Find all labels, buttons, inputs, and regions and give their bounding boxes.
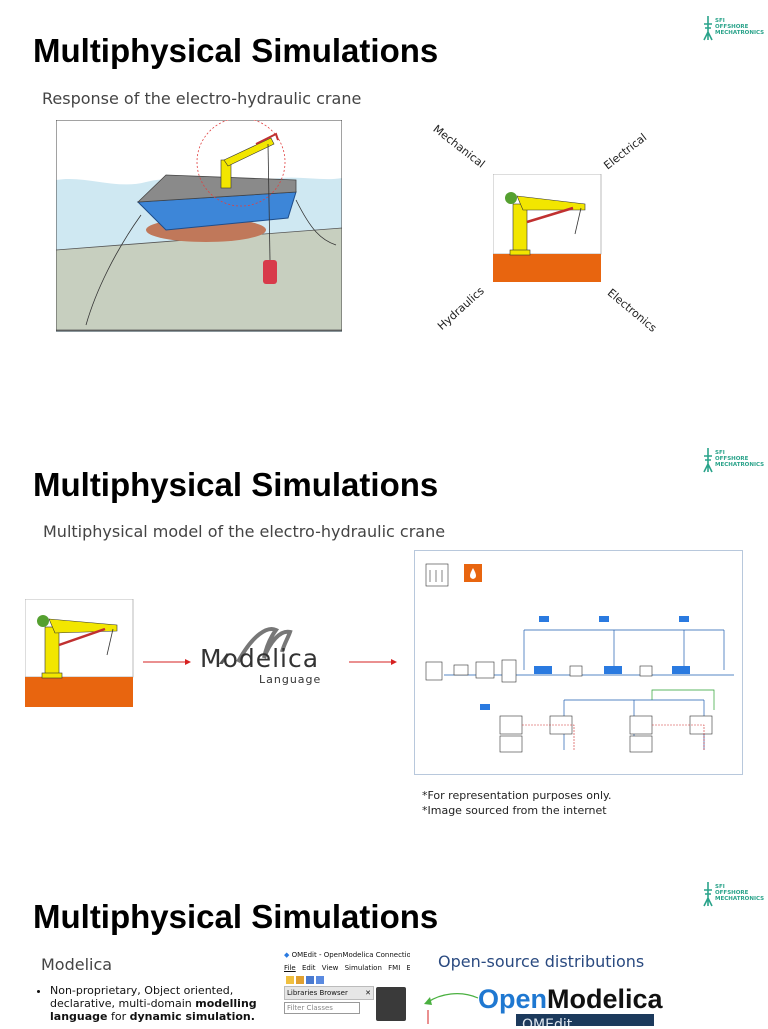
slide-subtitle: Response of the electro-hydraulic crane xyxy=(42,89,362,108)
logo-line-2: OFFSHORE xyxy=(715,456,749,462)
logo-line-1: SFI xyxy=(715,884,725,890)
modelica-language: Language xyxy=(259,673,322,686)
save-all-icon[interactable] xyxy=(316,976,324,984)
label-electrical: Electrical xyxy=(601,130,650,173)
crane-diagram xyxy=(493,174,602,282)
openmodelica-open: Open xyxy=(478,984,548,1014)
viewport-gear-icon xyxy=(376,987,406,1021)
omedit-window: ◆ OMEdit - OpenModelica Connectio File E… xyxy=(284,949,410,1029)
filter-classes-input[interactable]: Filter Classes xyxy=(284,1002,360,1014)
menu-fmi[interactable]: FMI xyxy=(388,964,401,972)
slide-title: Multiphysical Simulations xyxy=(33,32,439,69)
distros-heading: Open-source distributions xyxy=(438,952,645,971)
logo-line-3: MECHATRONICS xyxy=(715,30,765,36)
omedit-menubar: File Edit View Simulation FMI E xyxy=(284,962,410,974)
arrow-right-icon xyxy=(143,659,191,665)
openmodelica-logo: OpenModelica xyxy=(478,984,663,1015)
open-icon[interactable] xyxy=(296,976,304,984)
crane-image xyxy=(25,599,134,707)
logo-mark-icon xyxy=(703,448,713,473)
omedit-banner: OMEdit xyxy=(516,1014,654,1026)
logo-mark-icon xyxy=(703,882,713,907)
openmodelica-modelica: Modelica xyxy=(547,984,663,1014)
label-mechanical: Mechanical xyxy=(430,122,488,171)
arrow-right-icon xyxy=(349,659,397,665)
slide-subtitle: Modelica xyxy=(41,955,113,974)
slide-subtitle: Multiphysical model of the electro-hydra… xyxy=(43,522,446,541)
omedit-title: OMEdit - OpenModelica Connectio xyxy=(291,951,410,959)
logo-line-3: MECHATRONICS xyxy=(715,896,765,902)
omedit-toolbar xyxy=(284,974,410,986)
save-icon[interactable] xyxy=(306,976,314,984)
slide-title: Multiphysical Simulations xyxy=(33,898,439,935)
modelica-logo: Modelica Language xyxy=(198,624,328,686)
modelica-bullets: Non-proprietary, Object oriented, declar… xyxy=(34,984,260,1023)
menu-simulation[interactable]: Simulation xyxy=(344,964,382,972)
logo-line-1: SFI xyxy=(715,450,725,456)
logo-mark-icon xyxy=(703,16,713,41)
logo-line-3: MECHATRONICS xyxy=(715,462,765,468)
label-hydraulics: Hydraulics xyxy=(435,284,487,333)
omedit-titlebar: ◆ OMEdit - OpenModelica Connectio xyxy=(284,949,410,962)
libraries-browser-header: Libraries Browser ✕ xyxy=(284,986,374,1000)
model-diagram xyxy=(414,550,743,775)
logo-line-2: OFFSHORE xyxy=(715,890,749,896)
logo-line-2: OFFSHORE xyxy=(715,24,749,30)
logo-line-1: SFI xyxy=(715,18,725,24)
slide-title: Multiphysical Simulations xyxy=(33,466,439,503)
menu-e[interactable]: E xyxy=(406,964,410,972)
note-representation: *For representation purposes only. xyxy=(422,789,612,802)
curved-arrow-icon xyxy=(424,993,479,1024)
modelica-word: Modelica xyxy=(200,644,320,673)
label-electronics: Electronics xyxy=(604,286,660,335)
menu-view[interactable]: View xyxy=(321,964,339,972)
omedit-app-icon: ◆ xyxy=(284,951,290,959)
libraries-browser-title: Libraries Browser xyxy=(287,989,348,997)
modelica-swoosh-icon xyxy=(218,627,293,664)
close-icon[interactable]: ✕ xyxy=(365,989,371,997)
new-icon[interactable] xyxy=(286,976,294,984)
note-source: *Image sourced from the internet xyxy=(422,804,607,817)
menu-file[interactable]: File xyxy=(284,964,296,972)
ship-crane-scene xyxy=(56,120,342,332)
menu-edit[interactable]: Edit xyxy=(301,964,316,972)
bullet-item: Non-proprietary, Object oriented, declar… xyxy=(50,984,260,1023)
